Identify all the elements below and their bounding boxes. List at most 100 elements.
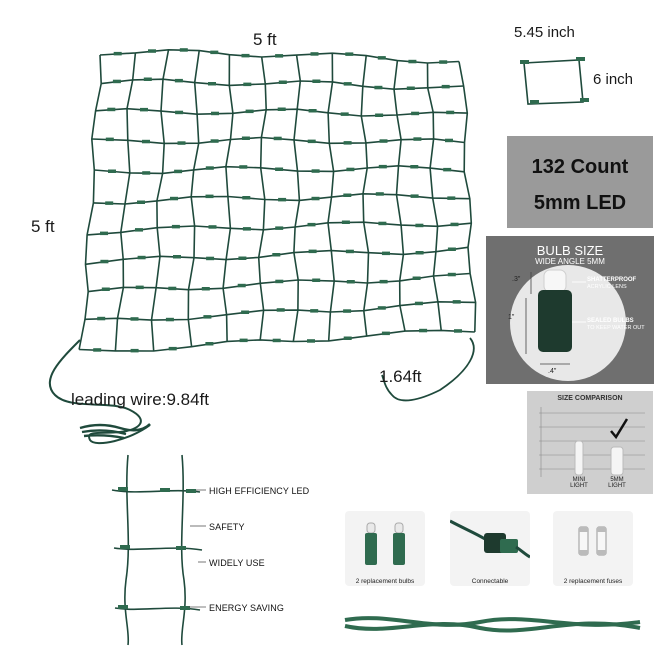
net-bulb — [275, 279, 284, 284]
net-bulb — [410, 165, 419, 169]
net-bulb — [165, 317, 174, 322]
connectable-card: Connectable — [449, 511, 531, 586]
tail-wire-label: 1.64ft — [379, 367, 422, 386]
net-bulb — [135, 285, 144, 290]
net-bulb — [345, 249, 354, 254]
net-bulb — [307, 139, 316, 144]
net-bulb — [105, 201, 114, 205]
net-bulb — [243, 82, 252, 87]
comparison-illustration — [539, 407, 645, 477]
connectable-caption: Connectable — [471, 578, 509, 585]
net-bulb — [241, 136, 250, 140]
net-column-wire — [458, 61, 477, 333]
net-height-label: 5 ft — [31, 217, 55, 236]
net-bulb — [414, 301, 423, 306]
net-bulb — [346, 280, 355, 284]
net-bulb — [311, 196, 320, 201]
net-bulb — [382, 251, 390, 256]
net-column-wire — [292, 54, 302, 342]
net-bulb — [419, 328, 428, 333]
single-cell — [523, 59, 584, 105]
net-bulb — [445, 138, 453, 143]
feature-sealed: SEALED BULBS — [587, 318, 634, 324]
net-bulb — [343, 336, 352, 340]
net-bulb — [173, 255, 181, 259]
net-bulb — [308, 249, 317, 254]
net-bulb — [381, 331, 390, 336]
net-bulb — [105, 137, 114, 142]
net-bulb — [278, 197, 287, 202]
net-width-label: 5 ft — [253, 30, 277, 49]
5mm-light-label-2: LIGHT — [608, 483, 626, 489]
net-bulb — [211, 111, 219, 116]
net-bulb — [452, 300, 461, 304]
connector-icon — [449, 519, 531, 559]
net-bulb — [239, 165, 248, 169]
net-bulb — [312, 79, 321, 83]
net-bulb — [130, 317, 139, 321]
net-bulb — [100, 259, 109, 264]
net-bulb — [454, 329, 462, 333]
net-bulb — [100, 231, 108, 236]
net-column-wire — [187, 50, 200, 347]
net-bulb — [174, 78, 183, 83]
net-bulb — [242, 196, 251, 200]
net-bulb — [175, 110, 184, 115]
green-cable — [344, 616, 641, 633]
net-column-wire — [114, 52, 137, 351]
net-bulb — [275, 226, 284, 230]
led-size-line: 5mm LED — [533, 192, 627, 214]
dim-bottom: .4" — [548, 368, 557, 375]
net-bulb — [412, 276, 421, 280]
feature-safety: SAFETY — [209, 522, 245, 532]
feature-shatterproof: SHATTERPROOF — [587, 277, 637, 283]
net-bulb — [275, 54, 284, 58]
cell-width-label: 5.45 inch — [514, 24, 575, 41]
net-bulb — [374, 85, 383, 90]
net-bulb — [140, 107, 148, 112]
net-bulb — [208, 82, 216, 86]
net-bulb — [241, 53, 250, 58]
net-column-wire — [360, 55, 370, 337]
plug-coil — [79, 423, 151, 440]
net-bulb — [343, 309, 352, 313]
net-bulb — [272, 253, 281, 257]
replacement-fuses-caption: 2 replacement fuses — [563, 578, 623, 585]
net-bulb — [307, 222, 316, 227]
leading-wire-label: leading wire:9.84ft — [71, 390, 209, 409]
mini-light-label-2: LIGHT — [570, 483, 588, 489]
net-bulb — [447, 247, 456, 251]
net-bulb — [406, 86, 415, 90]
net-bulb — [275, 167, 284, 171]
net-bulb — [415, 251, 424, 255]
net-bulb — [242, 227, 251, 231]
net-bulb — [205, 194, 214, 199]
net-bulb — [93, 348, 102, 352]
net-bulb — [177, 141, 186, 145]
net-bulb — [450, 222, 459, 227]
net-bulb — [410, 194, 419, 198]
leading-wire — [48, 339, 151, 445]
cell-height-label: 6 inch — [593, 71, 634, 88]
net-bulb — [135, 228, 143, 232]
net-bulb — [415, 223, 424, 228]
net-bulb — [238, 256, 247, 260]
net-bulb — [273, 136, 282, 141]
feature-water: TO KEEP WATER OUT — [587, 325, 645, 331]
net-bulb — [97, 316, 106, 321]
net-bulb — [241, 310, 250, 314]
net-bulb — [170, 196, 178, 201]
size-comparison-title: SIZE COMPARISON — [557, 395, 623, 402]
5mm-light-label-1: 5MM — [610, 477, 624, 483]
net-bulb — [378, 164, 387, 169]
net-bulb — [443, 167, 452, 172]
net-bulb — [112, 79, 121, 84]
net-bulb — [142, 139, 150, 144]
net-bulb — [343, 82, 352, 86]
bulb-size-title: BULB SIZE — [536, 243, 604, 258]
net-bulb — [210, 139, 219, 143]
ladder-bulbs — [118, 487, 196, 610]
net-bulb — [137, 255, 146, 260]
net-column-wire — [426, 62, 442, 331]
net-bulb — [310, 52, 319, 56]
